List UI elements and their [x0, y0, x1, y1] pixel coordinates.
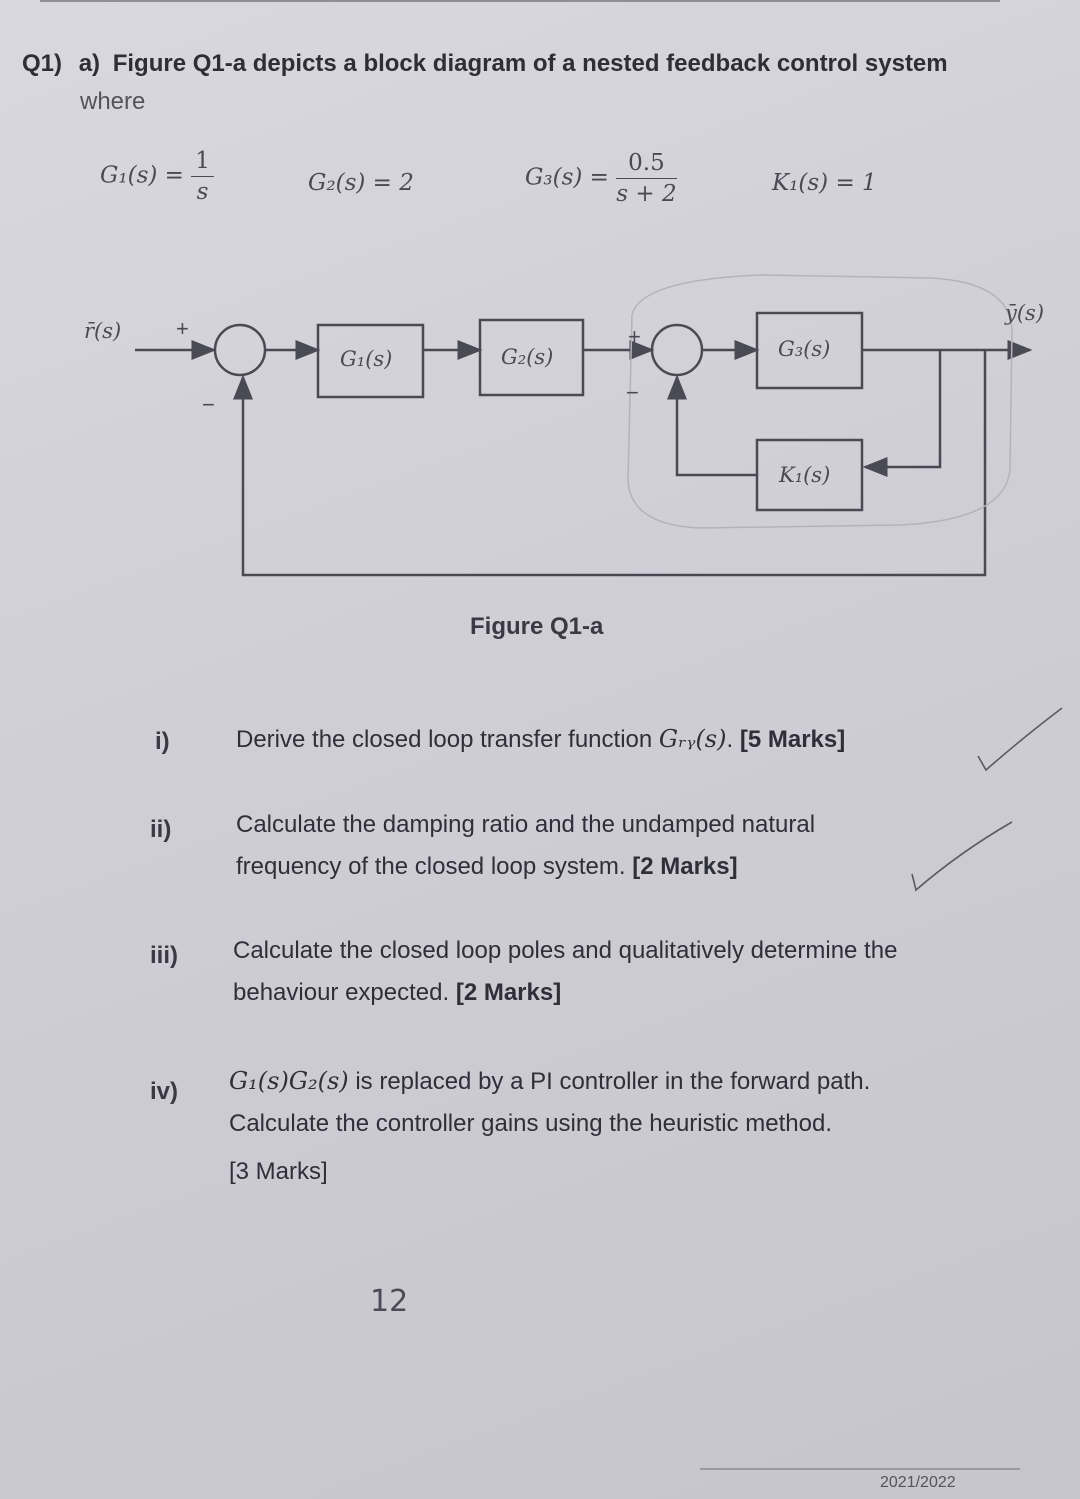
inner-loop-highlight [627, 274, 1013, 529]
g1-block [316, 323, 425, 399]
item-iii-text: Calculate the closed loop poles and qual… [233, 930, 897, 1014]
g1-definition: G₁(s) = 1 s [100, 148, 214, 205]
footer-text: 2021/2022 [880, 1474, 956, 1491]
g2-block [478, 318, 585, 397]
input-label: r̄(s) [84, 319, 121, 343]
item-i-math: Gᵣᵧ(s) [658, 725, 727, 753]
footer-rule [700, 1468, 1020, 1470]
item-iii-marks: [2 Marks] [455, 979, 562, 1006]
item-i-marks: [5 Marks] [739, 726, 846, 753]
top-rule [40, 0, 1000, 2]
g3-lhs: G₃(s) = [525, 164, 609, 191]
item-ii-marks: [2 Marks] [632, 853, 738, 880]
output-label: ȳ(s) [1004, 301, 1044, 325]
item-iii-line2: behaviour expected. [2 Marks] [233, 972, 897, 1014]
k1-block-label: K₁(s) [778, 463, 830, 487]
summer1-plus: + [176, 316, 189, 341]
g3-numerator: 0.5 [616, 150, 677, 179]
item-iii-line2-text: behaviour expected. [233, 979, 456, 1006]
item-i-number: i) [155, 728, 170, 755]
item-iii-line1: Calculate the closed loop poles and qual… [233, 937, 898, 964]
g1-numerator: 1 [191, 148, 214, 177]
question-number: Q1) [22, 50, 63, 77]
item-iv-number: iv) [150, 1078, 179, 1105]
checkmark-icon [977, 707, 1063, 772]
g1-block-label: G₁(s) [340, 347, 392, 371]
g3-fraction: 0.5 s + 2 [616, 150, 677, 207]
item-iv-marks: [3 Marks] [229, 1158, 328, 1185]
where-text: where [80, 88, 146, 115]
g3-definition: G₃(s) = 0.5 s + 2 [525, 150, 677, 207]
item-iv-marks-line: [3 Marks] [229, 1151, 870, 1193]
question-part: a) [78, 50, 101, 77]
g3-block-label: G₃(s) [778, 337, 830, 361]
checkmark-icon [911, 821, 1013, 892]
item-i-pre: Derive the closed loop transfer function [236, 726, 659, 753]
outer-feedback-path [233, 350, 987, 577]
summer2-minus: − [626, 380, 639, 405]
item-iii-number: iii) [150, 942, 178, 969]
g1-lhs: G₁(s) = [100, 162, 184, 189]
item-i-post: . [726, 726, 740, 753]
g1-fraction: 1 s [191, 148, 214, 205]
g3-denominator: s + 2 [616, 181, 677, 207]
g2-definition: G₂(s) = 2 [308, 170, 414, 196]
item-iv-line2: Calculate the controller gains using the… [229, 1110, 832, 1137]
summer1-minus: − [202, 392, 215, 417]
item-ii-line1: Calculate the damping ratio and the unda… [236, 811, 816, 838]
g2-block-label: G₂(s) [501, 345, 553, 369]
item-iv-text: G₁(s)G₂(s) is replaced by a PI controlle… [229, 1060, 870, 1193]
summing-junction-1 [213, 323, 267, 377]
inner-feedback-return [667, 374, 757, 477]
item-i-text: Derive the closed loop transfer function… [236, 718, 845, 761]
k1-definition: K₁(s) = 1 [772, 170, 877, 196]
summing-junction-2 [650, 323, 704, 377]
figure-caption: Figure Q1-a [470, 613, 604, 640]
g1-denominator: s [196, 179, 209, 205]
handwritten-page-note: 12 [370, 1284, 409, 1319]
summer2-plus: + [628, 324, 641, 349]
item-iv-line1-text: is replaced by a PI controller in the fo… [348, 1068, 871, 1095]
item-ii-number: ii) [150, 816, 172, 843]
item-ii-line2: frequency of the closed loop system. [2 … [236, 846, 815, 888]
item-iv-line1: G₁(s)G₂(s) is replaced by a PI controlle… [229, 1060, 870, 1103]
question-heading: Q1) a) Figure Q1-a depicts a block diagr… [22, 50, 948, 78]
block-diagram: G₁(s) G₂(s) G₃(s) K₁(s) r̄(s) + − + − ȳ… [84, 274, 1044, 577]
item-iv-math: G₁(s)G₂(s) [229, 1067, 349, 1095]
item-ii-text: Calculate the damping ratio and the unda… [236, 804, 815, 888]
inner-feedback-tap [862, 350, 942, 477]
question-intro: Figure Q1-a depicts a block diagram of a… [112, 50, 948, 77]
item-ii-line2-text: frequency of the closed loop system. [236, 853, 633, 880]
